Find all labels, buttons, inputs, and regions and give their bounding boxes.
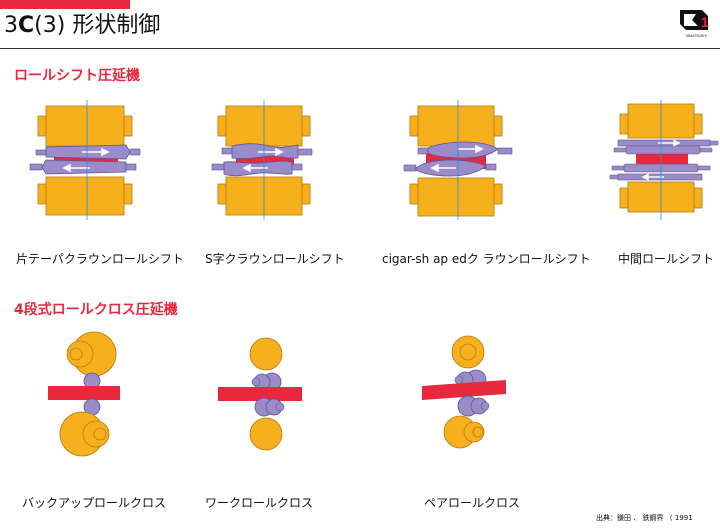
header-divider [0,48,720,49]
title-paren: (3) [34,13,66,38]
strip [422,380,506,400]
lower-backup-roll [59,411,110,457]
title-number: 3 [4,13,18,38]
upper-backup-roll [249,337,283,371]
top-accent-bar [0,0,130,9]
figure-work-roll-cross [218,337,302,451]
upper-work-roll [251,372,282,392]
upper-backup-roll [66,331,117,377]
source-citation: 出典：鎌田 、 鉄鋼界 （ 1991 [596,514,693,522]
shift-right-arrow [258,147,284,157]
logo-text: TAMATSUSHI [685,34,706,38]
title-letter: C [18,13,35,38]
figure-intermediate-roll-shift [609,100,719,220]
upper-work-roll [221,143,313,160]
lower-work-roll [457,395,490,417]
strip [48,386,120,400]
lower-backup-roll [443,415,485,449]
label-cigar-shaped-shift: cigar-sh ap edク ラウンロールシフト [382,252,591,266]
label-pair-roll-cross: ペアロールクロス [424,496,521,510]
upper-work-roll [613,145,713,155]
label-s-crown-shift: S字クラウンロールシフト [205,252,345,266]
figure-s-crown-shift [211,100,313,220]
lower-backup-roll [37,176,133,216]
figure-pair-roll-cross [422,335,506,449]
section-title-roll-cross: 4段式ロールクロス圧延機 [14,302,178,318]
strip [636,152,688,166]
figure-backup-roll-cross [48,331,120,457]
company-logo: 1 TAMATSUSHI [680,10,709,38]
label-work-roll-cross: ワークロールクロス [205,496,314,510]
strip [218,387,302,401]
label-tapered-crown-shift: 片テーパクラウンロールシフト [16,252,184,266]
svg-text:1: 1 [701,14,709,30]
label-intermediate-shift: 中間ロールシフト [618,252,715,266]
page-title: 3C(3) 形状制御 [4,12,160,40]
upper-backup-roll [37,105,133,147]
lower-backup-roll [249,417,283,451]
lower-work-roll [254,397,285,417]
title-text: 形状制御 [72,13,161,38]
shift-left-arrow [430,163,456,173]
shift-right-arrow [458,144,484,154]
lower-work-roll [29,159,137,175]
figure-cigar-shaped-shift [403,100,513,220]
upper-backup-roll [451,335,485,369]
figure-tapered-crown-shift [29,100,141,220]
upper-work-roll [417,141,513,159]
section-title-roll-shift: ロールシフト圧延機 [14,68,140,84]
shift-left-arrow [242,163,268,173]
lower-backup-roll [409,177,503,217]
label-backup-roll-cross: バックアップロールクロス [22,496,167,510]
shift-right-arrow [82,147,110,157]
upper-backup-roll [409,105,503,147]
